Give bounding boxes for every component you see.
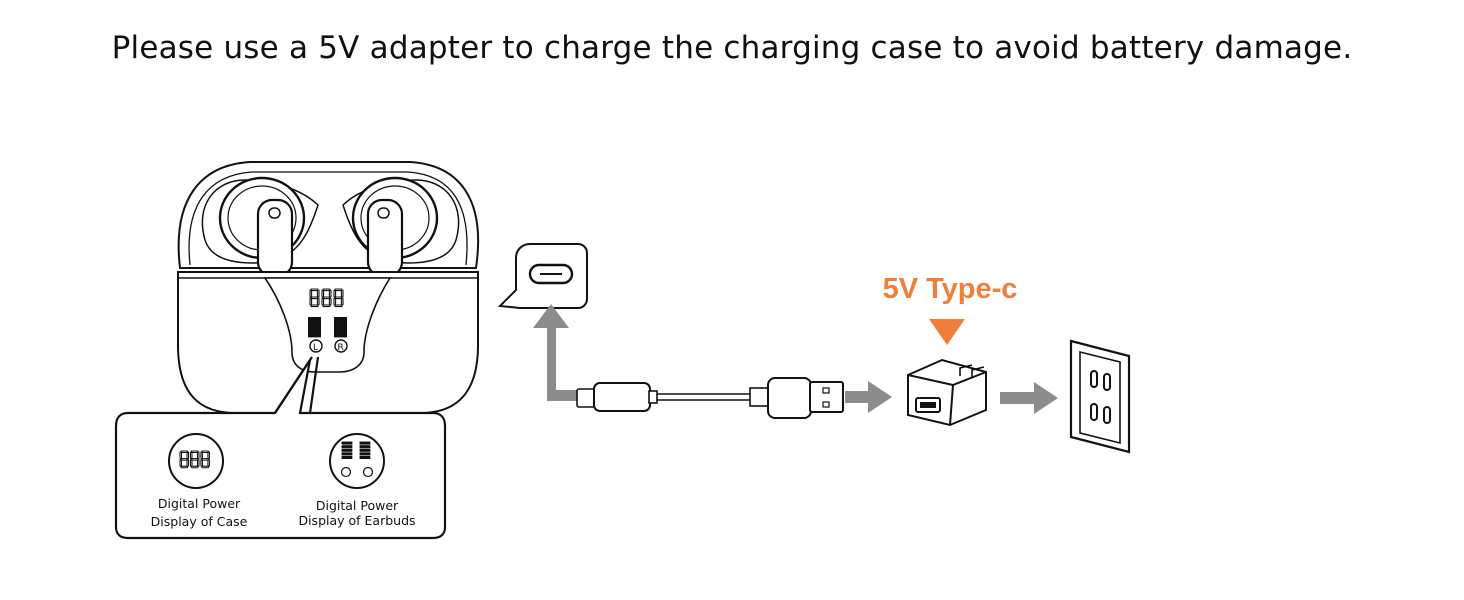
headline: Please use a 5V adapter to charge the ch… — [111, 30, 1353, 66]
power-adapter-icon — [907, 358, 987, 427]
usb-c-port-icon — [497, 243, 588, 309]
case-display-icon — [168, 433, 224, 489]
svg-text:R: R — [338, 343, 344, 353]
earbuds-display-label-line2: Display of Earbuds — [298, 513, 415, 528]
adapter-label: 5V Type-c — [883, 273, 1018, 305]
accent-down-arrow — [929, 319, 965, 345]
svg-text:L: L — [313, 343, 318, 353]
case-display-label-line2: Display of Case — [151, 514, 248, 529]
charging-cable — [576, 377, 844, 419]
arrow-icon — [1000, 382, 1058, 414]
earbuds-display-label-line1: Digital Power — [316, 498, 399, 513]
earbuds-case-illustration: L R — [177, 161, 480, 414]
case-display-label-line1: Digital Power — [158, 496, 241, 511]
earbuds-display-icon — [329, 433, 385, 489]
wall-outlet-icon — [1069, 339, 1131, 454]
callout-box — [114, 356, 447, 540]
arrow-icon — [533, 304, 587, 401]
arrow-icon — [845, 381, 892, 413]
